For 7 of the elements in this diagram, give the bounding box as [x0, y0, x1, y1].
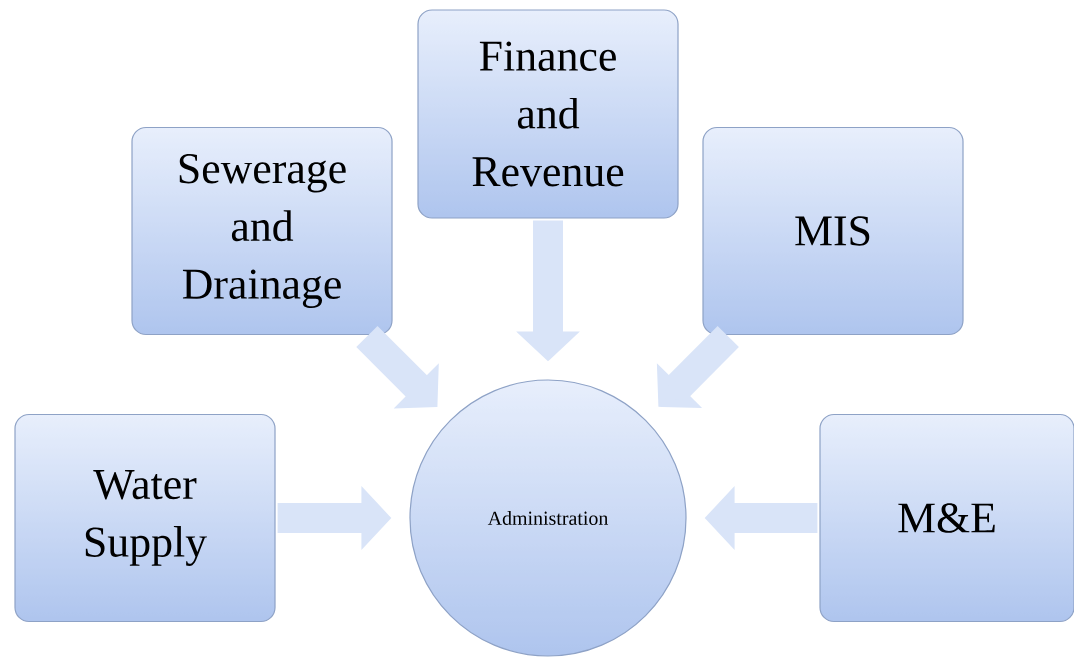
process-box: Finance and Revenue — [417, 9, 679, 219]
circle-node: Administration — [409, 379, 687, 657]
process-box: MIS — [702, 126, 964, 336]
block-arrow — [356, 325, 439, 409]
process-box: Water Supply — [14, 413, 276, 623]
process-box: Sewerage and Drainage — [131, 126, 393, 336]
process-box: M&E — [819, 413, 1074, 623]
